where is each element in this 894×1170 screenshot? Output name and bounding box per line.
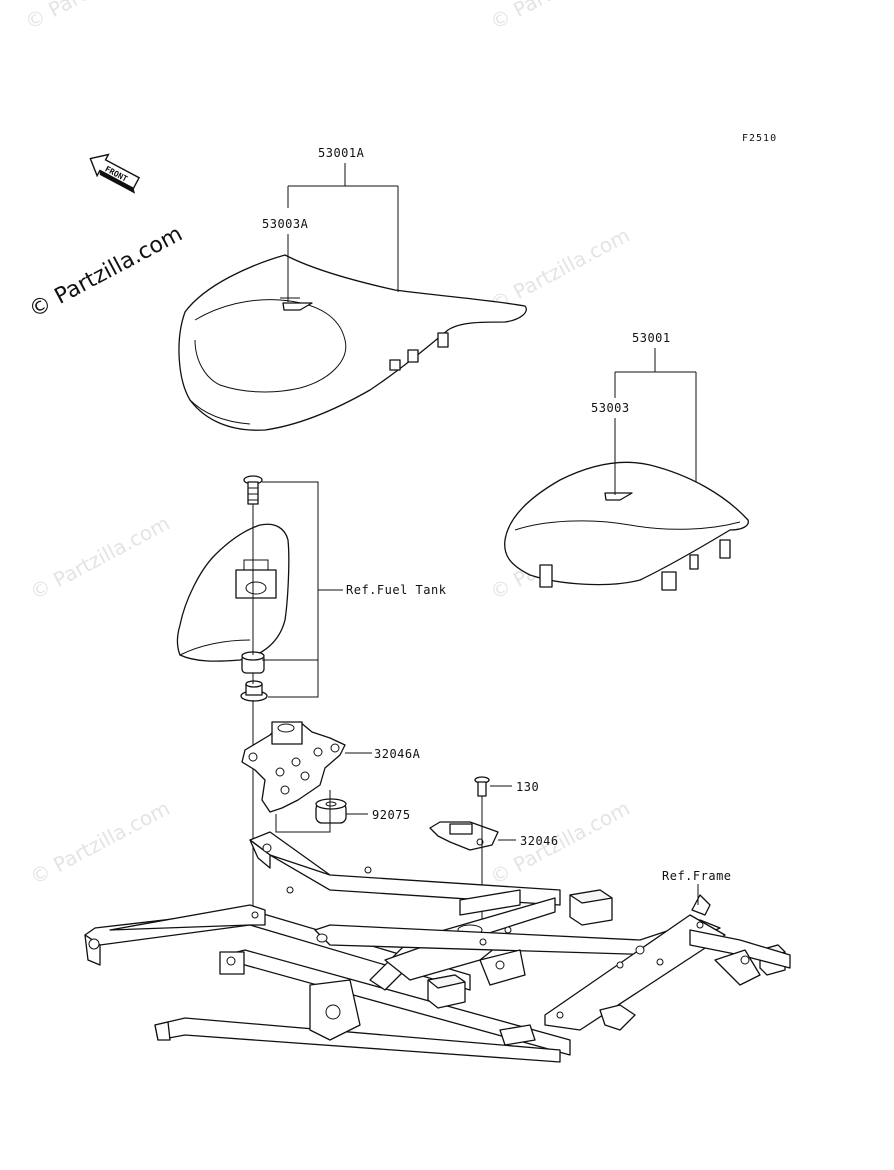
callout-53001A: 53001A [318, 146, 365, 160]
mounting-bolt [243, 475, 263, 505]
watermark-4: © Partzilla.com [26, 511, 174, 605]
watermark-1: © Partzilla.com [21, 0, 169, 34]
watermark-6: © Partzilla.com [26, 796, 174, 890]
callout-ref-frame: Ref.Frame [662, 869, 732, 883]
watermark-7: © Partzilla.com [486, 796, 634, 890]
fuel-tank-fragment [176, 523, 290, 662]
damper-92075 [315, 798, 347, 824]
callout-ref-fuel-tank: Ref.Fuel Tank [346, 583, 447, 597]
frame-square-tube-b [427, 974, 466, 1009]
callout-32046: 32046 [520, 834, 559, 848]
bolt-130 [474, 776, 490, 797]
frame-square-tube-a [569, 889, 613, 926]
rear-frame [84, 831, 791, 1063]
callout-53003: 53003 [591, 401, 630, 415]
bracket-32046 [429, 821, 499, 851]
callout-130: 130 [516, 780, 539, 794]
figure-code: F2510 [742, 133, 777, 144]
rear-seat [504, 461, 749, 591]
watermark-2: © Partzilla.com [486, 0, 634, 34]
callout-92075: 92075 [372, 808, 411, 822]
collar-washer [240, 680, 268, 702]
callout-53001: 53001 [632, 331, 671, 345]
watermark-3: © Partzilla.com [486, 223, 634, 317]
callout-53003A: 53003A [262, 217, 309, 231]
front-arrow-icon: FRONT [89, 153, 141, 194]
bracket-32046A [241, 721, 346, 813]
rubber-grommet [241, 651, 265, 674]
front-seat [178, 254, 527, 431]
callout-32046A: 32046A [374, 747, 421, 761]
copyright-text: © Partzilla.com [25, 222, 187, 324]
